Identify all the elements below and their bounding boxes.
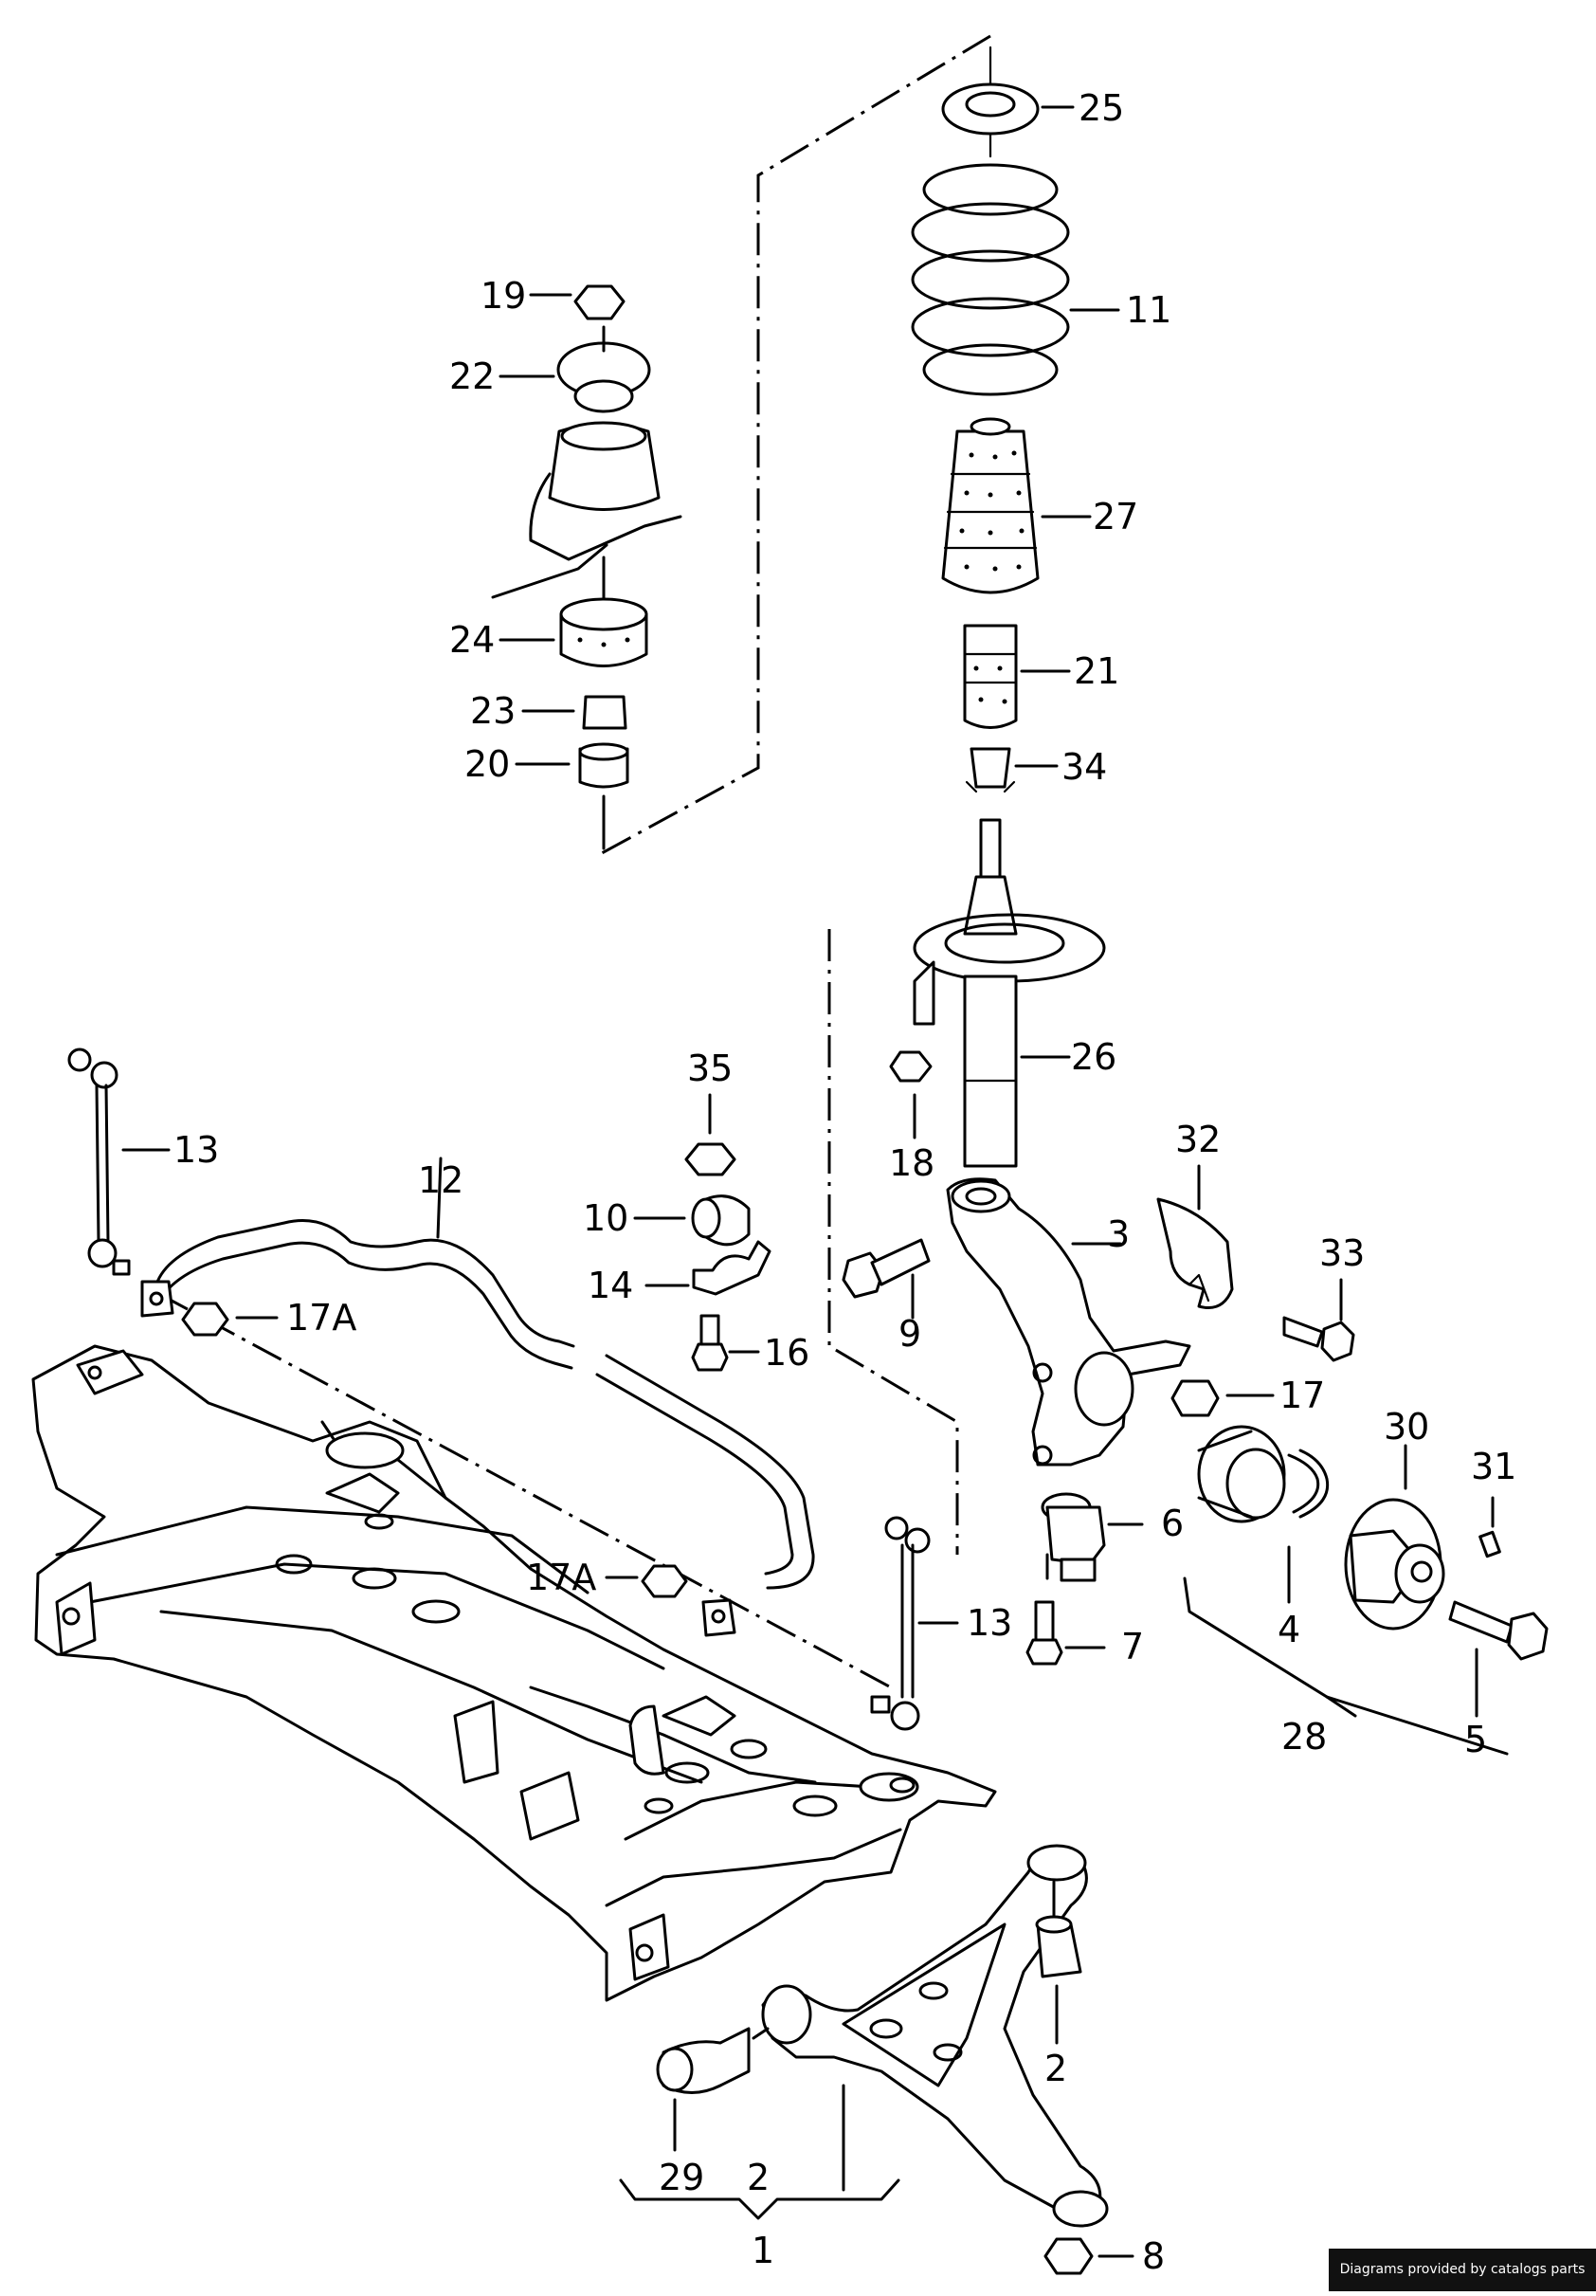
nut-17a-top xyxy=(181,1302,279,1337)
boot-27 xyxy=(941,417,1092,594)
callout-12: 12 xyxy=(418,1159,463,1201)
callout-27: 27 xyxy=(1093,496,1138,538)
nut-8 xyxy=(1043,2237,1134,2275)
callout-17a-mid: 17A xyxy=(526,1557,596,1598)
subframe xyxy=(31,1344,997,2002)
nut-17 xyxy=(1170,1379,1275,1417)
callout-8: 8 xyxy=(1142,2235,1165,2277)
callout-16: 16 xyxy=(764,1332,809,1374)
callout-13-left: 13 xyxy=(173,1129,219,1171)
steering-knuckle-3 xyxy=(946,1177,1191,1467)
hub-bolt-5 xyxy=(1448,1600,1549,1718)
nut-18 xyxy=(889,1050,933,1139)
callout-9: 9 xyxy=(898,1313,921,1355)
control-arm-1 xyxy=(761,1844,1109,2228)
nut-19 xyxy=(529,284,626,320)
callout-28: 28 xyxy=(1281,1716,1327,1758)
assembly-line-stabilizer xyxy=(158,1292,892,1689)
mount-cap-22 xyxy=(499,341,651,413)
callout-13-right: 13 xyxy=(967,1602,1012,1644)
nut-35 xyxy=(684,1093,736,1176)
wheel-bearing-4 xyxy=(1197,1425,1286,1523)
callout-11: 11 xyxy=(1126,289,1171,331)
top-mount-25 xyxy=(941,46,1075,158)
callout-33: 33 xyxy=(1319,1232,1365,1274)
callout-14: 14 xyxy=(588,1265,633,1306)
callout-17: 17 xyxy=(1279,1375,1325,1416)
bolt-33 xyxy=(1282,1278,1355,1362)
callout-17a-top: 17A xyxy=(286,1297,356,1339)
callout-1: 1 xyxy=(752,2230,774,2271)
bolt-7 xyxy=(1025,1600,1106,1666)
callout-29: 29 xyxy=(659,2157,704,2198)
assembly-line-strut-knuckle xyxy=(827,929,959,1555)
callout-19: 19 xyxy=(481,275,526,317)
bracket-1 xyxy=(619,2178,900,2220)
bracket-28 xyxy=(1183,1576,1509,1756)
pin-31 xyxy=(1478,1496,1501,1558)
link-13-right xyxy=(870,1516,959,1731)
circlip-4 xyxy=(1287,1449,1330,1604)
bump-stop-21 xyxy=(963,624,1071,729)
callout-30: 30 xyxy=(1384,1406,1429,1448)
strut-26 xyxy=(913,818,1106,1168)
spacer-20 xyxy=(515,325,629,850)
link-13-left xyxy=(67,1048,171,1276)
bushing-2-rear xyxy=(1035,1880,1082,2045)
callout-10: 10 xyxy=(583,1197,628,1239)
callout-25: 25 xyxy=(1079,87,1124,129)
callout-35: 35 xyxy=(687,1048,733,1089)
assembly-line-top-mount xyxy=(601,34,991,855)
nut-23 xyxy=(521,695,627,730)
callout-6: 6 xyxy=(1161,1503,1184,1544)
callout-23: 23 xyxy=(470,690,516,732)
callout-22: 22 xyxy=(449,355,495,397)
callout-34: 34 xyxy=(1061,746,1107,788)
wheel-hub-30 xyxy=(1344,1444,1445,1631)
callout-21: 21 xyxy=(1074,650,1119,692)
clamp-14 xyxy=(644,1240,771,1296)
callout-3: 3 xyxy=(1107,1213,1130,1255)
ball-joint-6 xyxy=(1041,1492,1144,1582)
callout-5: 5 xyxy=(1464,1719,1487,1760)
callout-32: 32 xyxy=(1175,1119,1221,1160)
bracket-right xyxy=(701,1598,736,1637)
bearing-24 xyxy=(499,597,648,667)
callout-2-rear: 2 xyxy=(1044,2048,1067,2089)
body-mount-panel xyxy=(491,421,682,599)
bolt-9 xyxy=(842,1238,931,1320)
callout-24: 24 xyxy=(449,619,495,661)
callout-2-front: 2 xyxy=(747,2157,770,2198)
nut-17a-mid xyxy=(605,1564,688,1598)
bushing-29 xyxy=(656,2027,770,2152)
splash-shield-32 xyxy=(1156,1164,1234,1309)
callout-7: 7 xyxy=(1121,1626,1144,1667)
stabilizer-bar-12 xyxy=(154,1157,815,1590)
callout-31: 31 xyxy=(1471,1446,1516,1487)
callout-26: 26 xyxy=(1071,1036,1116,1078)
credit-badge: Diagrams provided by catalogs parts xyxy=(1329,2249,1596,2291)
callout-18: 18 xyxy=(889,1142,934,1184)
bolt-16 xyxy=(691,1314,760,1372)
callout-4: 4 xyxy=(1278,1609,1300,1650)
bracket-left xyxy=(140,1280,174,1318)
retainer-34 xyxy=(965,747,1059,793)
coil-spring-11 xyxy=(911,163,1120,396)
callout-20: 20 xyxy=(464,743,510,785)
bushing-10 xyxy=(633,1194,751,1247)
